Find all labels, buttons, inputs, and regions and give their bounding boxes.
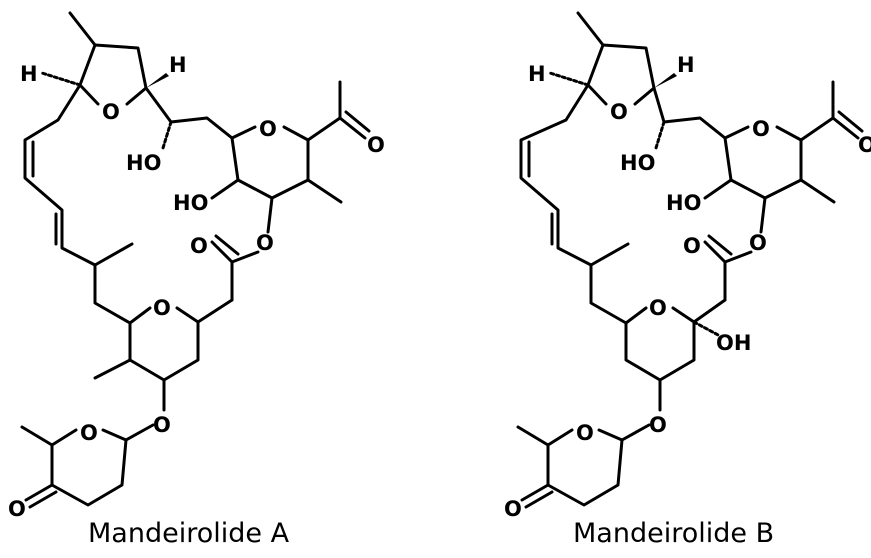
lower-pyran-a [93,306,200,412]
lower-pyran-b [624,306,722,412]
sugar-ring-b [516,423,651,509]
atom-o-carbonyl-a: O [190,234,208,258]
macrocycle-chain-a [23,83,134,325]
atom-h-a1: H [20,62,38,86]
caption-mandeirolide-a: Mandeirolide A [88,518,290,549]
carbinol-a [144,86,234,150]
atom-ho-b1: HO [620,151,655,175]
atom-o-ketone-a: O [367,133,385,157]
atom-ho-b2: HO [666,191,701,215]
ester-a [196,234,260,324]
atom-ho-a1: HO [126,151,161,175]
atom-o-pyran-a: O [259,117,277,141]
atom-o-ether-a: O [153,413,171,437]
atom-oh-b: OH [716,331,751,355]
atom-o-sugar-b: O [576,421,594,445]
atom-o-sugar-a: O [80,421,98,445]
atom-h-b2: H [677,53,695,77]
atom-o-thf-a: O [102,100,120,124]
atom-o-sugarketone-a: O [8,497,26,521]
atom-h-a2: H [169,53,187,77]
caption-mandeirolide-b: Mandeirolide B [573,518,775,549]
molecule-a: H H O HO O O HO O [8,11,385,521]
atom-o-lpyran-b: O [649,296,667,320]
thf-stereo-bonds-a [40,71,169,88]
ester-b [692,234,753,324]
atom-o-sugarketone-b: O [504,497,522,521]
atom-o-ester-a: O [256,231,274,255]
atom-o-carbonyl-b: O [683,234,701,258]
atom-o-ester-b: O [749,231,767,255]
upper-pyran-a [210,80,371,234]
atom-o-ether-b: O [649,413,667,437]
atom-o-thf-b: O [610,100,628,124]
sugar-ring-a [20,423,155,509]
upper-pyran-b [703,80,864,234]
atom-h-b1: H [528,62,546,86]
atom-o-lpyran-a: O [153,296,171,320]
carbinol-b [652,86,727,150]
molecule-b: H H O HO O O HO O [504,11,871,521]
atom-o-ketone-b: O [858,133,871,157]
atom-o-pyran-b: O [752,117,770,141]
macrocycle-chain-b [519,83,630,325]
thf-ring-b [576,11,656,106]
atom-ho-a2: HO [173,191,208,215]
thf-ring-a [68,11,148,106]
thf-stereo-bonds-b [548,71,677,88]
